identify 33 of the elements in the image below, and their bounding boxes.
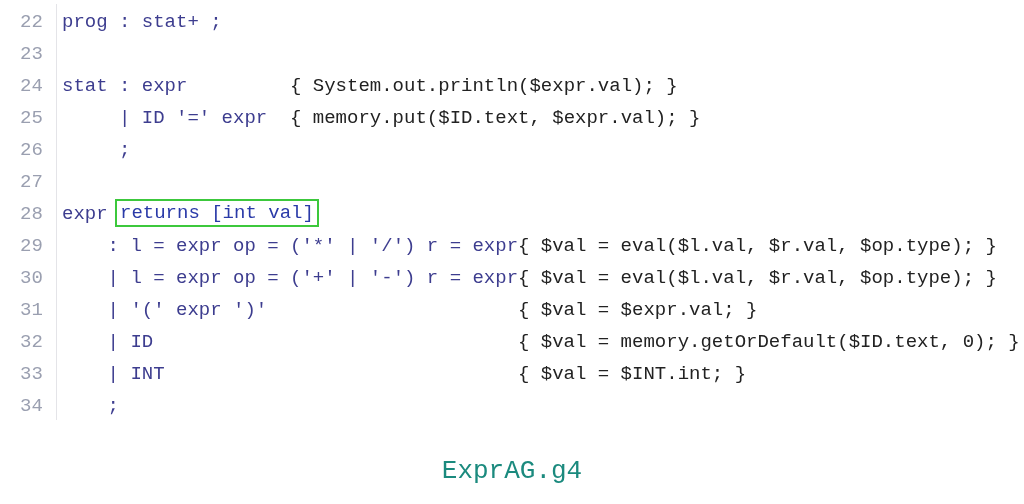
grammar-code: | INT bbox=[107, 362, 165, 386]
line-number: 30 bbox=[20, 266, 43, 290]
grammar-code: | '(' expr ')' bbox=[107, 298, 268, 322]
grammar-code: ; bbox=[119, 138, 131, 162]
line-number: 33 bbox=[20, 362, 43, 386]
action-code: { $val = eval($l.val, $r.val, $op.type); } bbox=[518, 266, 997, 290]
action-code: { $val = eval($l.val, $r.val, $op.type); } bbox=[518, 234, 997, 258]
action-code: { $val = $expr.val; } bbox=[518, 298, 758, 322]
caption: ExprAG.g4 bbox=[441, 456, 583, 486]
grammar-code: | ID '=' expr bbox=[119, 106, 268, 130]
grammar-code: stat : expr bbox=[62, 74, 188, 98]
line-number: 25 bbox=[20, 106, 43, 130]
grammar-code: | ID bbox=[107, 330, 154, 354]
line-number: 27 bbox=[20, 170, 43, 194]
line-number: 24 bbox=[20, 74, 43, 98]
line-number: 22 bbox=[20, 10, 43, 34]
highlight-box: returns [int val] bbox=[115, 199, 319, 227]
action-code: { memory.put($ID.text, $expr.val); } bbox=[290, 106, 701, 130]
line-number: 29 bbox=[20, 234, 43, 258]
line-number: 26 bbox=[20, 138, 43, 162]
line-number: 31 bbox=[20, 298, 43, 322]
line-number: 34 bbox=[20, 394, 43, 418]
line-number: 23 bbox=[20, 42, 43, 66]
action-code: { System.out.println($expr.val); } bbox=[290, 74, 678, 98]
grammar-code: prog : stat+ ; bbox=[62, 10, 222, 34]
grammar-code: ; bbox=[107, 394, 119, 418]
line-number: 28 bbox=[20, 202, 43, 226]
grammar-code: expr bbox=[62, 202, 108, 226]
grammar-code: | l = expr op = ('+' | '-') r = expr bbox=[107, 266, 519, 290]
action-code: { $val = $INT.int; } bbox=[518, 362, 747, 386]
line-number: 32 bbox=[20, 330, 43, 354]
action-code: { $val = memory.getOrDefault($ID.text, 0); } bbox=[518, 330, 1020, 354]
grammar-code: : l = expr op = ('*' | '/') r = expr bbox=[107, 234, 519, 258]
